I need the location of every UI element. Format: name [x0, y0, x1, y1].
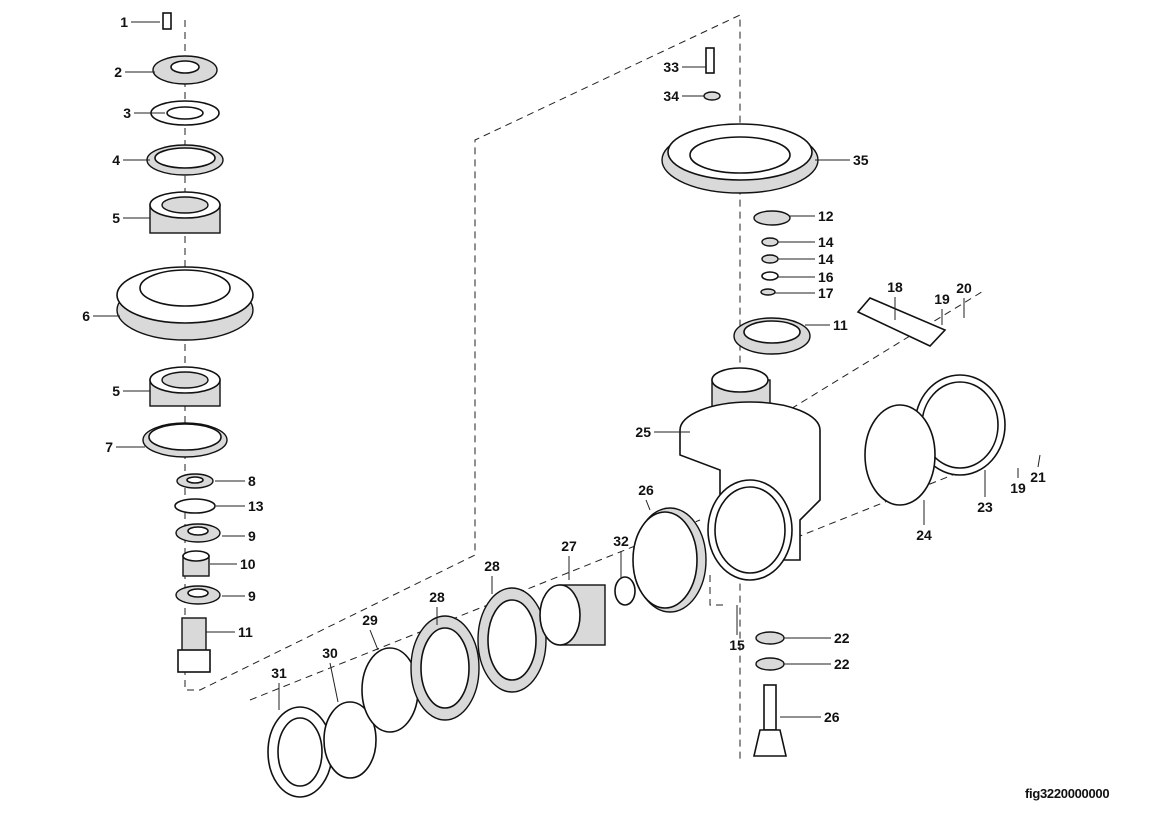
callout-leader-line: [1037, 454, 1041, 468]
callout-leader-line: [645, 499, 651, 511]
callout-number: 21: [1030, 469, 1046, 485]
callout-number: 31: [271, 665, 287, 681]
callout-number: 19: [1010, 480, 1026, 496]
figure-id: fig3220000000: [1025, 786, 1110, 801]
parts-drawing: [116, 12, 1006, 798]
callout-number: 29: [362, 612, 378, 628]
callout-number: 17: [818, 285, 834, 301]
callout-number: 27: [561, 538, 577, 554]
callout-number: 9: [248, 588, 256, 604]
callout-number: 7: [105, 439, 113, 455]
callout-number: 14: [818, 251, 834, 267]
callout-number: 22: [834, 630, 850, 646]
callout-number: 26: [824, 709, 840, 725]
callout-number: 13: [248, 498, 264, 514]
callout-number: 11: [833, 317, 848, 333]
callout-number: 24: [916, 527, 932, 543]
callout-number: 18: [887, 279, 903, 295]
callout-number: 19: [934, 291, 950, 307]
assembly-centerlines: [184, 14, 991, 760]
callout-number: 28: [429, 589, 445, 605]
callout-number: 6: [82, 308, 90, 324]
callout-number: 25: [635, 424, 651, 440]
callout-number: 16: [818, 269, 834, 285]
callout-number: 32: [613, 533, 629, 549]
callout-number: 15: [729, 637, 745, 653]
callout-number: 4: [112, 152, 120, 168]
callout-number: 33: [663, 59, 679, 75]
callout-number: 23: [977, 499, 993, 515]
callout-number: 2: [114, 64, 122, 80]
callout-number: 11: [238, 624, 253, 640]
callout-number: 8: [248, 473, 256, 489]
callout-number: 5: [112, 383, 120, 399]
callout-number: 10: [240, 556, 256, 572]
callout-number: 3: [123, 105, 131, 121]
callout-leader-line: [369, 629, 379, 651]
callout-number: 34: [663, 88, 679, 104]
callout-number: 14: [818, 234, 834, 250]
callout-number: 30: [322, 645, 338, 661]
callout-number: 12: [818, 208, 834, 224]
callout-number: 20: [956, 280, 972, 296]
callout-number: 22: [834, 656, 850, 672]
callout-number: 26: [638, 482, 654, 498]
callout-number: 5: [112, 210, 120, 226]
callout-number: 9: [248, 528, 256, 544]
callout-number: 28: [484, 558, 500, 574]
callout-leader-line: [329, 662, 339, 703]
callout-number: 1: [120, 14, 128, 30]
callout-number: 35: [853, 152, 869, 168]
